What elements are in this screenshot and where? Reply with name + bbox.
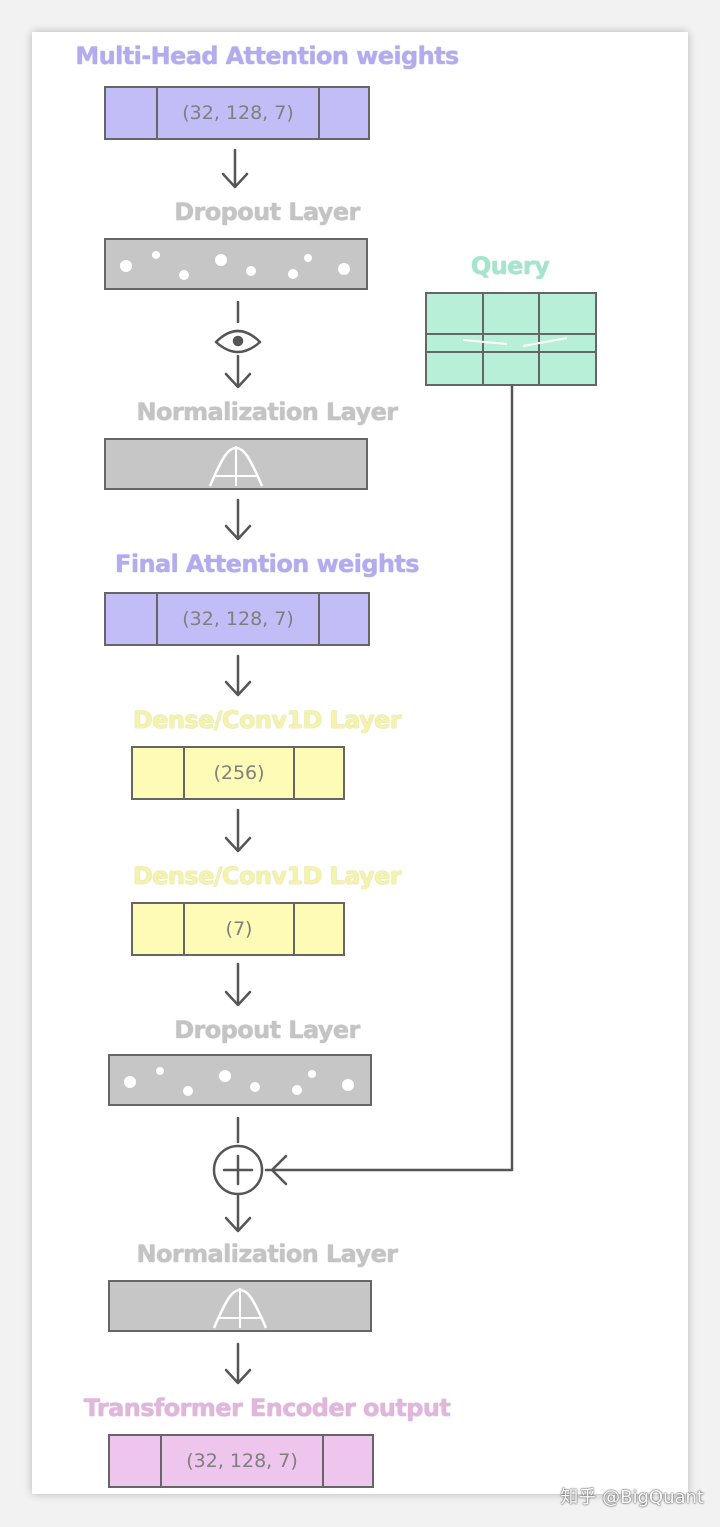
mha-title: Multi-Head Attention weights [75, 42, 459, 70]
add-circle-icon [212, 1144, 264, 1196]
query-tensor [425, 292, 597, 386]
connector-layer [212, 148, 514, 1385]
residual-arrow-icon [264, 384, 514, 1186]
final-tensor: (32, 128, 7) [104, 592, 370, 646]
dropout1-block [104, 238, 368, 290]
dense2-shape: (7) [183, 904, 293, 954]
down-arrow-icon [224, 654, 252, 697]
bell-curve-icon [212, 1288, 268, 1329]
down-arrow-icon [224, 808, 252, 853]
dropout1-dots-icon [120, 251, 350, 280]
mha-shape: (32, 128, 7) [156, 88, 318, 138]
eye-icon [214, 329, 262, 354]
down-arrow-icon [224, 498, 252, 541]
down-arrow-icon [224, 962, 252, 1007]
dropout1-title: Dropout Layer [174, 198, 360, 226]
dense1-title: Dense/Conv1D Layer [132, 706, 402, 734]
dense1-tensor: (256) [131, 746, 345, 800]
norm2-block [108, 1280, 372, 1332]
query-title: Query [470, 252, 550, 280]
dense2-title: Dense/Conv1D Layer [132, 862, 402, 890]
down-arrow-icon [224, 354, 252, 389]
final-title: Final Attention weights [115, 550, 420, 578]
dense2-tensor: (7) [131, 902, 345, 956]
output-tensor: (32, 128, 7) [108, 1434, 374, 1488]
mha-tensor: (32, 128, 7) [104, 86, 370, 140]
dropout2-title: Dropout Layer [174, 1016, 360, 1044]
bell-curve-icon [208, 446, 264, 487]
norm1-block [104, 438, 368, 490]
down-arrow-icon [224, 1194, 252, 1233]
query-grid-icon [427, 294, 595, 384]
diagram-canvas: Multi-Head Attention weights (32, 128, 7… [32, 32, 688, 1494]
final-shape: (32, 128, 7) [156, 594, 318, 644]
norm2-title: Normalization Layer [136, 1240, 399, 1268]
output-title: Transformer Encoder output [83, 1394, 451, 1422]
norm1-title: Normalization Layer [136, 398, 399, 426]
down-arrow-icon [221, 148, 249, 189]
watermark: 知乎 @BigQuant [560, 1487, 704, 1508]
dropout2-dots-icon [124, 1067, 354, 1096]
dense1-shape: (256) [183, 748, 293, 798]
dropout2-block [108, 1054, 372, 1106]
output-shape: (32, 128, 7) [160, 1436, 322, 1486]
down-arrow-icon [224, 1342, 252, 1385]
